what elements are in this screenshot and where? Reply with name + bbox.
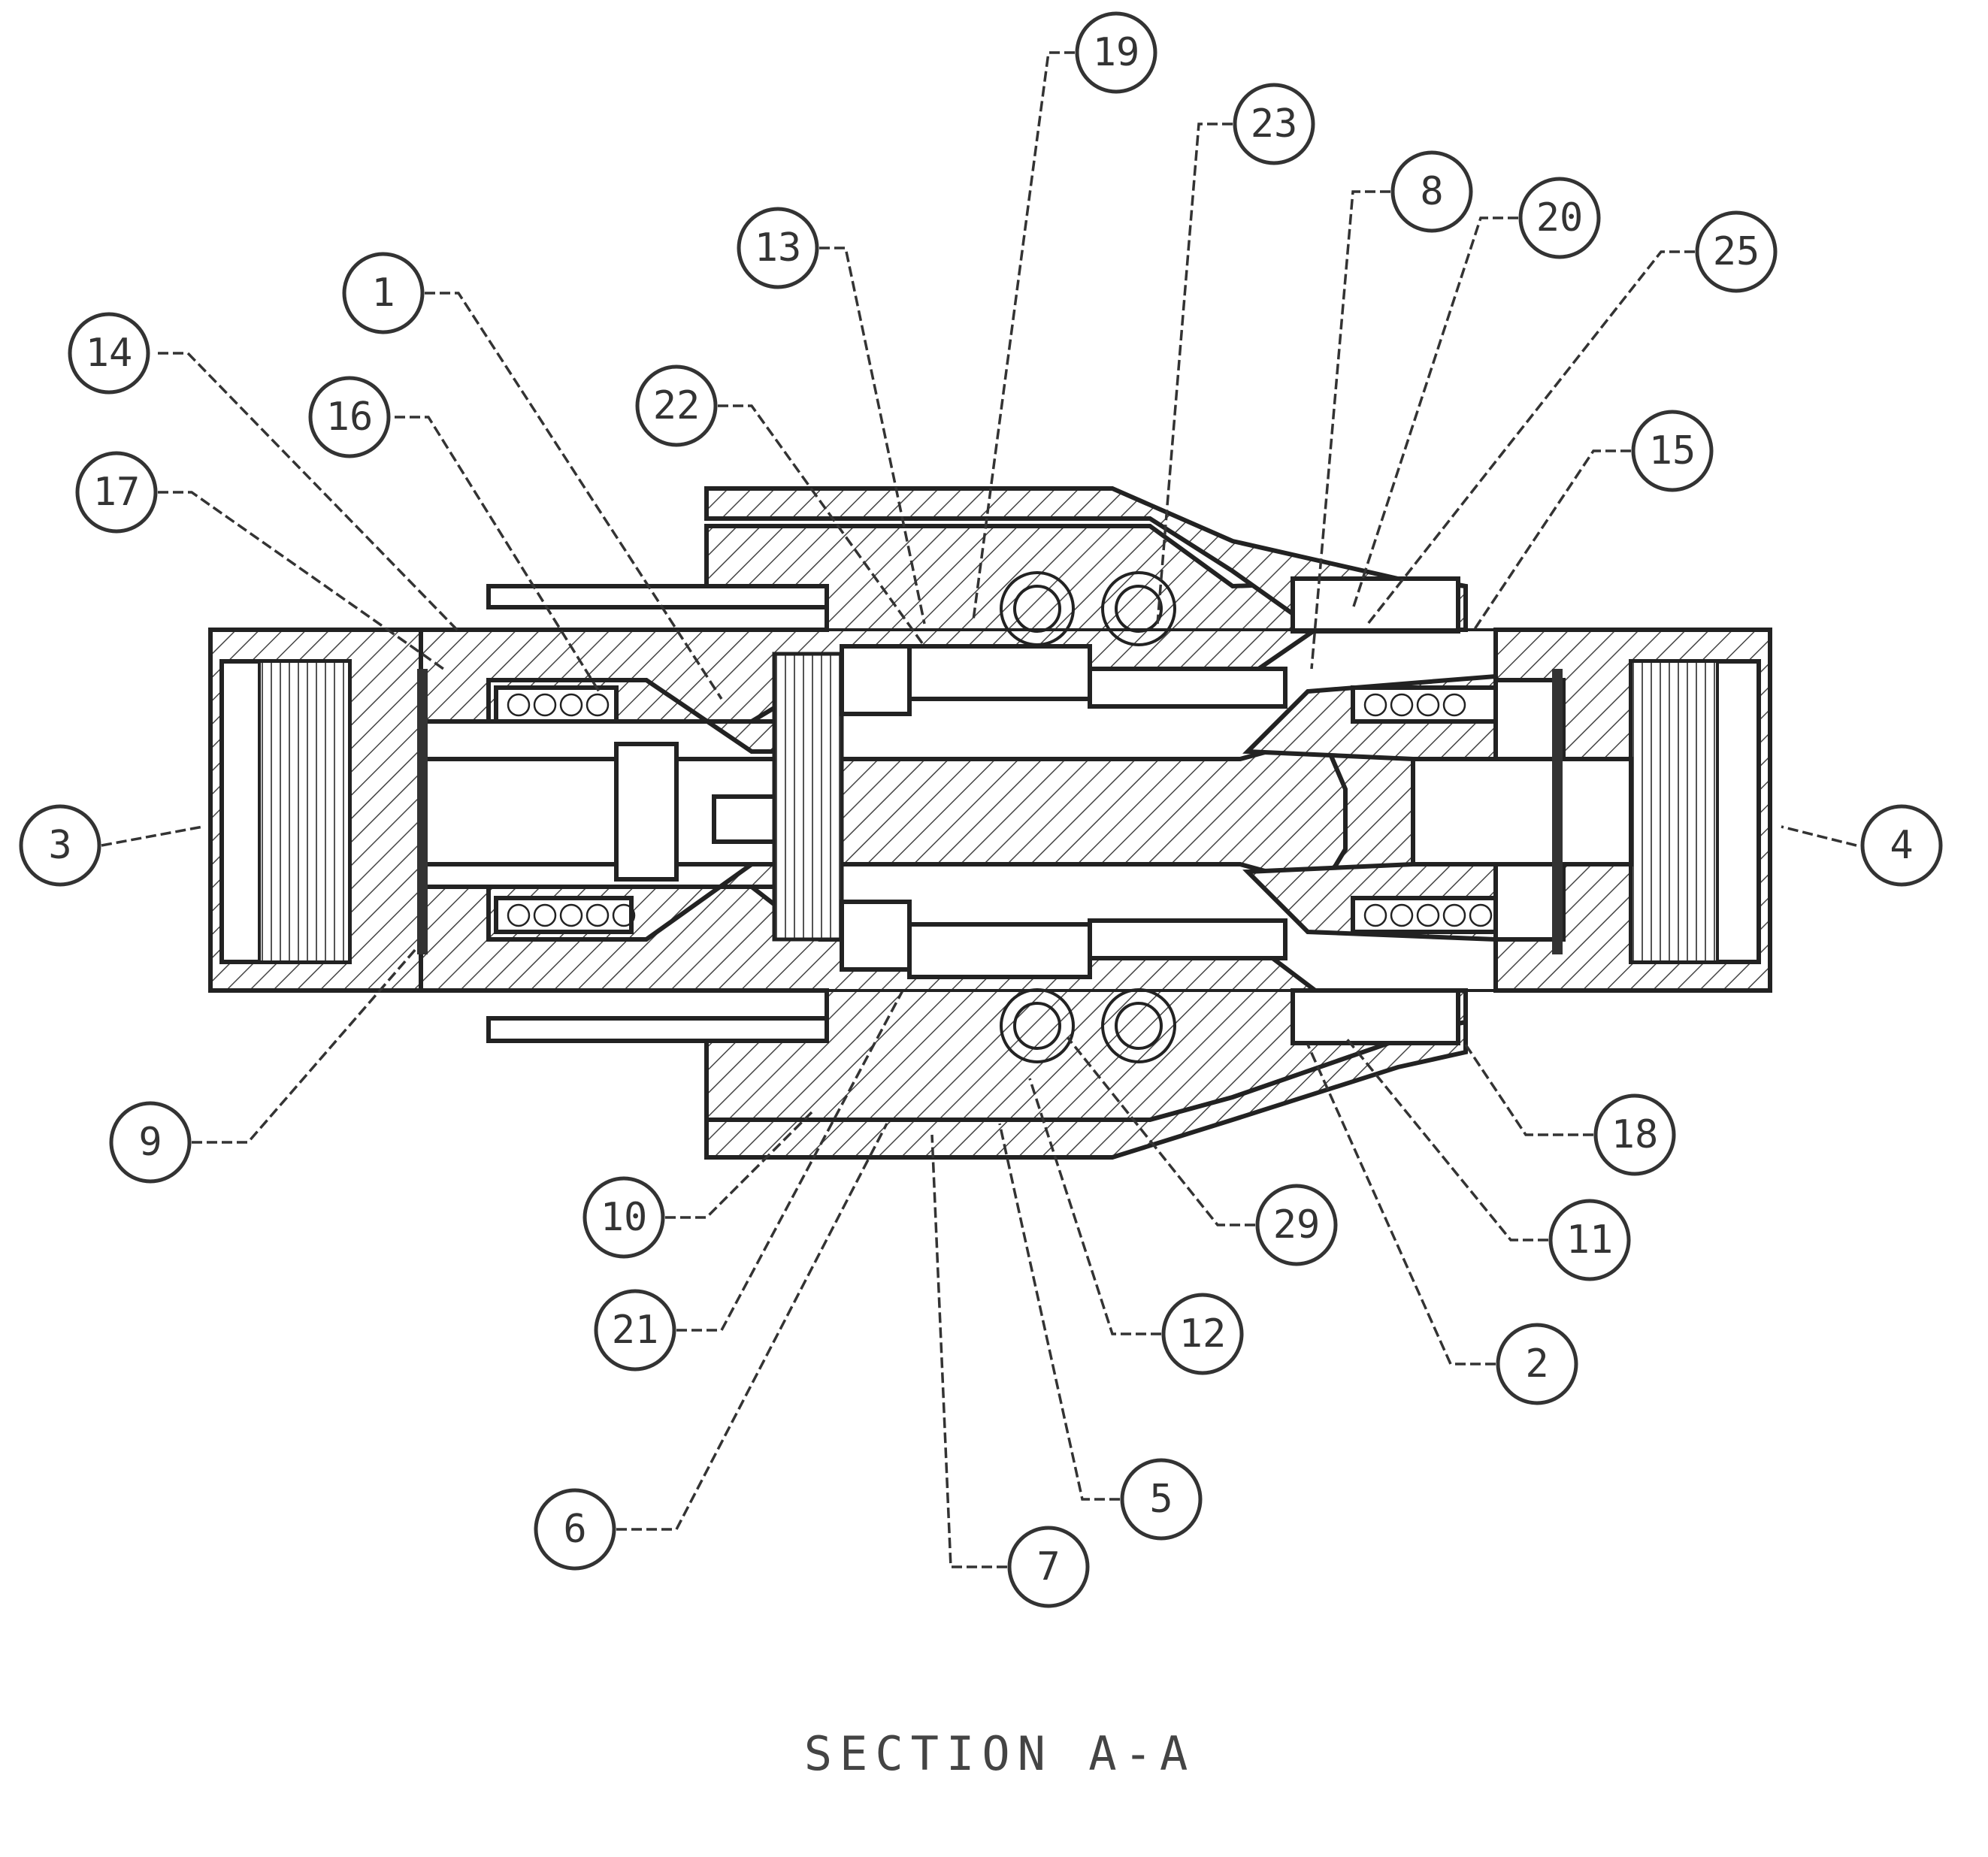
svg-text:6: 6 — [563, 1507, 586, 1552]
callout-21: 21 — [594, 1289, 676, 1372]
svg-text:4: 4 — [1890, 823, 1913, 868]
callout-18: 18 — [1593, 1093, 1676, 1176]
svg-text:25: 25 — [1713, 229, 1760, 274]
svg-text:14: 14 — [86, 331, 133, 376]
callout-14: 14 — [68, 312, 150, 395]
callout-20: 20 — [1518, 177, 1601, 259]
svg-text:29: 29 — [1273, 1202, 1321, 1248]
svg-text:8: 8 — [1420, 169, 1443, 214]
callout-9: 9 — [109, 1101, 192, 1184]
leader-lines — [101, 51, 1857, 1568]
assembly-body — [208, 486, 1772, 1160]
callout-2: 2 — [1496, 1323, 1578, 1405]
callout-13: 13 — [737, 207, 819, 289]
callout-17: 17 — [75, 451, 158, 534]
svg-text:13: 13 — [755, 225, 802, 271]
svg-text:5: 5 — [1149, 1477, 1173, 1522]
svg-text:9: 9 — [138, 1120, 162, 1165]
callout-10: 10 — [582, 1176, 665, 1259]
callout-3: 3 — [19, 804, 101, 887]
callout-1: 1 — [342, 252, 425, 334]
callout-23: 23 — [1233, 83, 1315, 165]
svg-text:18: 18 — [1611, 1112, 1659, 1157]
callout-29: 29 — [1255, 1184, 1338, 1266]
right-spring-top — [1351, 685, 1498, 724]
callout-15: 15 — [1631, 410, 1714, 492]
ball-bearings — [1000, 571, 1176, 1063]
svg-text:15: 15 — [1649, 428, 1696, 473]
svg-text:3: 3 — [48, 823, 71, 868]
svg-text:22: 22 — [653, 383, 700, 428]
callout-4: 4 — [1860, 804, 1943, 887]
callout-6: 6 — [534, 1488, 616, 1571]
svg-text:10: 10 — [601, 1195, 648, 1240]
callout-5: 5 — [1120, 1458, 1203, 1541]
svg-text:1: 1 — [371, 271, 395, 316]
svg-text:11: 11 — [1566, 1217, 1614, 1263]
callout-7: 7 — [1007, 1526, 1090, 1608]
svg-text:23: 23 — [1251, 101, 1298, 147]
svg-text:17: 17 — [93, 470, 141, 515]
svg-text:7: 7 — [1036, 1544, 1060, 1589]
left-spring-bottom — [494, 896, 636, 934]
callout-22: 22 — [635, 364, 718, 447]
svg-text:12: 12 — [1179, 1311, 1227, 1356]
callout-19: 19 — [1075, 11, 1157, 94]
callout-16: 16 — [308, 376, 391, 458]
callout-8: 8 — [1390, 150, 1473, 233]
left-spring-top — [494, 685, 619, 724]
svg-text:20: 20 — [1536, 195, 1584, 240]
section-caption: SECTION A-A — [804, 1726, 1196, 1781]
svg-text:21: 21 — [612, 1308, 659, 1353]
right-spring-bottom — [1351, 896, 1498, 934]
callout-25: 25 — [1695, 210, 1778, 293]
callout-11: 11 — [1548, 1199, 1631, 1281]
svg-text:2: 2 — [1525, 1341, 1548, 1387]
svg-text:16: 16 — [326, 395, 374, 440]
svg-text:19: 19 — [1093, 30, 1140, 75]
callout-12: 12 — [1161, 1293, 1244, 1375]
